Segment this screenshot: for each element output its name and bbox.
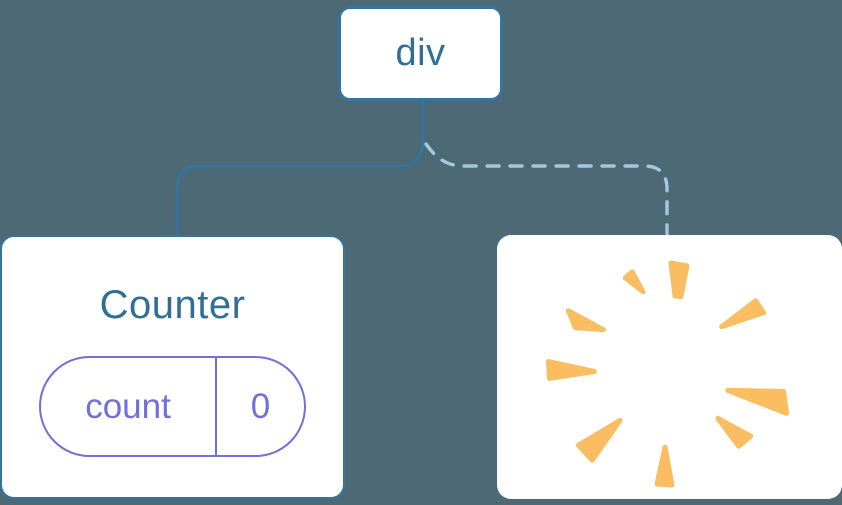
node-div-label: div [395, 32, 446, 74]
edge-parent-to-removed [424, 142, 669, 238]
node-removed [497, 235, 842, 499]
state-pill: count 0 [39, 356, 306, 457]
node-counter: Counter count 0 [0, 235, 345, 499]
state-value-label: 0 [250, 386, 271, 426]
node-div: div [338, 6, 503, 101]
poof-icon [545, 260, 790, 488]
counter-title: Counter [99, 283, 246, 327]
edge-parent-to-counter [175, 99, 425, 238]
state-key-label: count [41, 358, 217, 455]
